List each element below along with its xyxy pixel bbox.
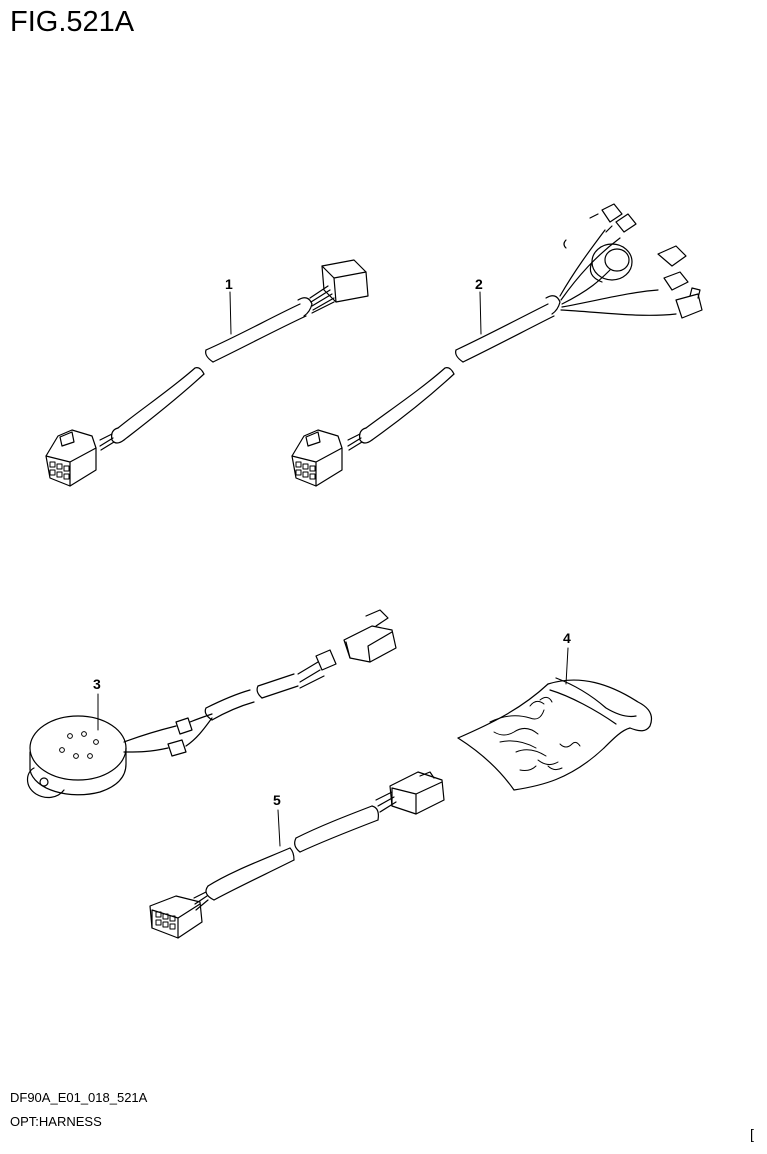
part-5-short-harness[interactable] <box>149 771 445 939</box>
callout-2: 2 <box>475 276 483 292</box>
part-4-parts-bag[interactable] <box>457 647 653 791</box>
callout-3: 3 <box>93 676 101 692</box>
part-2-harness-branched[interactable] <box>291 203 703 487</box>
callout-5: 5 <box>273 792 281 808</box>
corner-mark: [ <box>750 1126 754 1142</box>
figure-title: FIG.521A <box>10 6 135 38</box>
figure-code: DF90A_E01_018_521A <box>10 1090 148 1105</box>
figure-description: OPT:HARNESS <box>10 1114 102 1129</box>
part-1-harness[interactable] <box>45 259 369 487</box>
part-3-sensor-harness[interactable] <box>26 609 397 799</box>
callout-4: 4 <box>563 630 571 646</box>
callout-1: 1 <box>225 276 233 292</box>
